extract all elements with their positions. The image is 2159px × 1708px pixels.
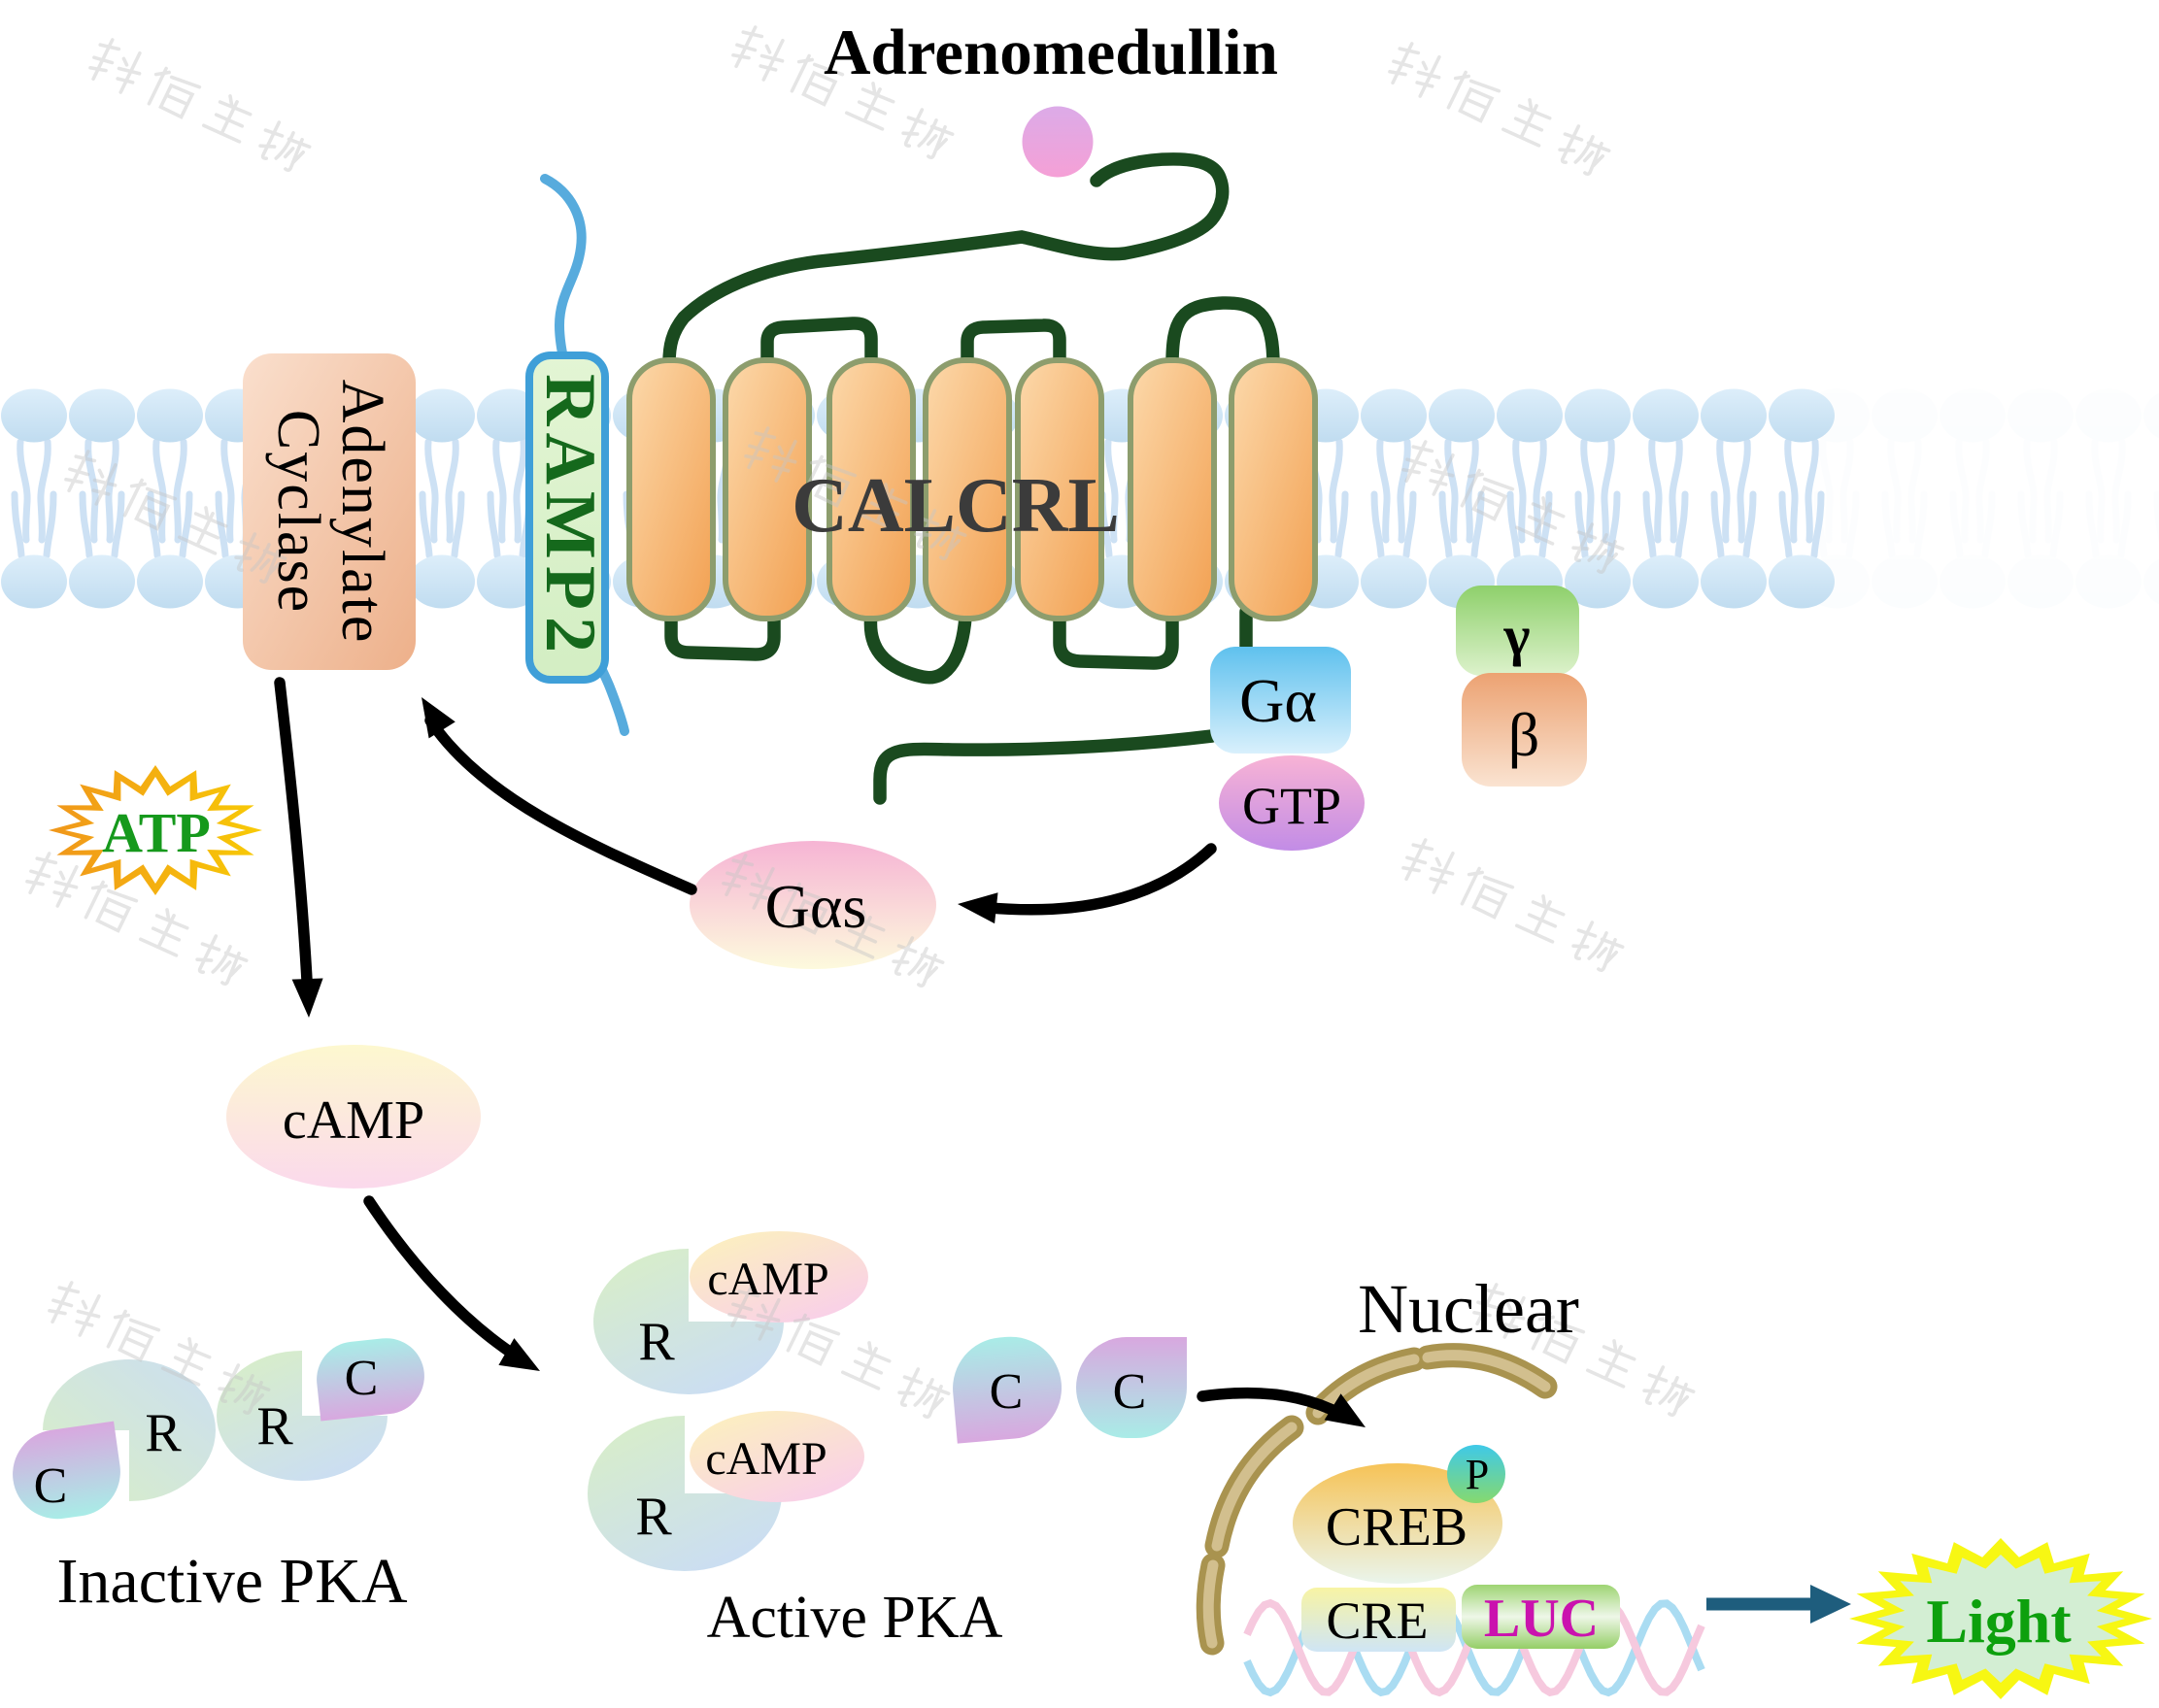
svg-text:Nuclear: Nuclear — [1358, 1270, 1579, 1348]
svg-text:ATP: ATP — [102, 801, 211, 864]
svg-text:CREB: CREB — [1326, 1497, 1467, 1557]
svg-text:Active PKA: Active PKA — [707, 1585, 1003, 1651]
svg-text:CRE: CRE — [1326, 1591, 1428, 1650]
svg-text:C: C — [1113, 1364, 1147, 1420]
svg-text:R: R — [256, 1396, 293, 1457]
svg-text:Light: Light — [1926, 1587, 2072, 1656]
svg-text:GTP: GTP — [1242, 777, 1341, 835]
svg-text:cAMP: cAMP — [705, 1433, 826, 1485]
svg-text:Cyclase: Cyclase — [265, 410, 331, 614]
svg-text:Gαs: Gαs — [765, 872, 867, 941]
svg-text:R: R — [635, 1487, 672, 1547]
svg-text:CALCRL: CALCRL — [792, 463, 1120, 549]
svg-text:C: C — [34, 1458, 68, 1514]
svg-text:C: C — [345, 1351, 379, 1406]
svg-text:P: P — [1466, 1451, 1489, 1498]
svg-text:Gα: Gα — [1239, 666, 1317, 735]
svg-text:R: R — [638, 1312, 675, 1372]
svg-text:LUC: LUC — [1484, 1589, 1599, 1649]
svg-text:C: C — [990, 1364, 1024, 1420]
svg-text:γ: γ — [1502, 604, 1530, 667]
svg-text:cAMP: cAMP — [283, 1090, 424, 1151]
svg-text:RAMP2: RAMP2 — [530, 374, 610, 659]
svg-text:β: β — [1508, 700, 1540, 769]
svg-text:Inactive PKA: Inactive PKA — [56, 1546, 407, 1617]
svg-text:Adenylate: Adenylate — [329, 380, 395, 645]
svg-text:cAMP: cAMP — [707, 1254, 828, 1305]
svg-text:R: R — [145, 1403, 182, 1463]
svg-text:Adrenomedullin: Adrenomedullin — [824, 17, 1278, 88]
